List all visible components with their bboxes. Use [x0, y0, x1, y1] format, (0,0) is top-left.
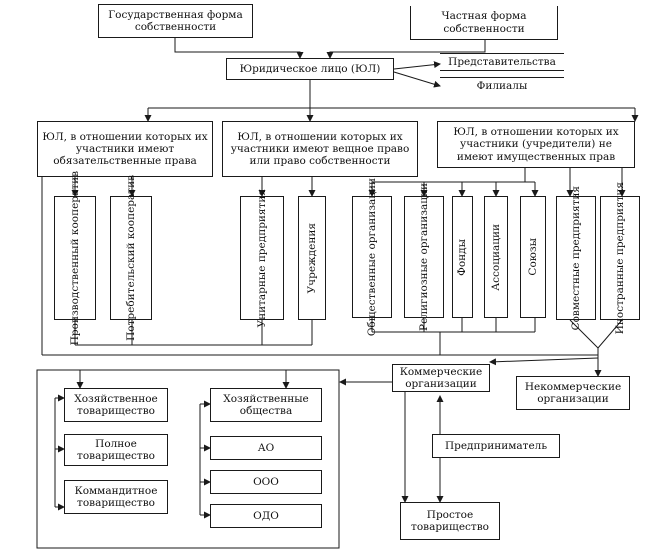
- branches-label: Филиалы: [476, 80, 528, 93]
- limited-partnership-label: Коммандитное товарищество: [74, 484, 158, 509]
- unitary-enterprises-box: Унитарные предприятия: [240, 189, 284, 327]
- private-ownership-label: Частная форма собственности: [441, 10, 527, 35]
- joint-ventures-label: Совместные предприятия: [569, 185, 582, 331]
- alc-box: ОДО: [210, 504, 322, 528]
- llc-box: ООО: [210, 470, 322, 494]
- full-partnership-label: Полное товарищество: [77, 437, 155, 462]
- commercial-organizations-label: Коммерческие организации: [399, 365, 483, 390]
- group-no-property-rights-label: ЮЛ, в отношении которых их участники (уч…: [453, 126, 619, 163]
- limited-partnership-box: Коммандитное товарищество: [64, 480, 168, 514]
- group-property-rights-label: ЮЛ, в отношении которых их участники име…: [230, 130, 410, 168]
- simple-partnership-label: Простое товарищество: [411, 508, 489, 533]
- noncommercial-organizations-label: Некоммерческие организации: [524, 380, 622, 405]
- consumer-cooperative-box: Потребительский кооператив: [110, 175, 152, 341]
- state-ownership-box: Государственная форма собственности: [98, 4, 253, 38]
- group-obligation-rights: ЮЛ, в отношении которых их участники име…: [37, 121, 213, 177]
- branches-box: Филиалы: [440, 77, 564, 95]
- foreign-enterprises-box: Иностранные предприятия: [600, 182, 640, 334]
- funds-label: Фонды: [456, 238, 469, 276]
- business-societies-box: Хозяйственные общества: [210, 388, 322, 422]
- alc-label: ОДО: [253, 509, 279, 522]
- joint-ventures-box: Совместные предприятия: [556, 186, 596, 330]
- jsc-label: АО: [257, 441, 275, 454]
- state-ownership-label: Государственная форма собственности: [108, 8, 243, 33]
- group-obligation-rights-label: ЮЛ, в отношении которых их участники име…: [42, 130, 208, 168]
- public-organizations-label: Общественные организации: [365, 177, 378, 337]
- representative-offices-label: Представительства: [448, 55, 556, 68]
- commercial-organizations-box: Коммерческие организации: [392, 364, 490, 392]
- associations-box: Ассоциации: [484, 196, 508, 318]
- group-no-property-rights: ЮЛ, в отношении которых их участники (уч…: [437, 121, 635, 168]
- foreign-enterprises-label: Иностранные предприятия: [613, 181, 626, 335]
- funds-box: Фонды: [452, 196, 473, 318]
- associations-label: Ассоциации: [489, 223, 502, 291]
- full-partnership-box: Полное товарищество: [64, 434, 168, 466]
- entrepreneur-box: Предприниматель: [432, 434, 560, 458]
- institutions-box: Учреждения: [298, 196, 326, 320]
- unions-box: Союзы: [520, 196, 546, 318]
- consumer-cooperative-label: Потребительский кооператив: [124, 175, 137, 341]
- institutions-label: Учреждения: [305, 222, 318, 294]
- entrepreneur-label: Предприниматель: [444, 439, 548, 452]
- group-property-rights: ЮЛ, в отношении которых их участники име…: [222, 121, 418, 177]
- simple-partnership-box: Простое товарищество: [400, 502, 500, 540]
- jsc-box: АО: [210, 436, 322, 460]
- business-partnership-box: Хозяйственное товарищество: [64, 388, 168, 422]
- production-cooperative-box: Производственный кооператив: [54, 171, 96, 345]
- legal-entity-box: Юридическое лицо (ЮЛ): [226, 58, 394, 80]
- business-societies-label: Хозяйственные общества: [223, 392, 309, 417]
- unitary-enterprises-label: Унитарные предприятия: [255, 188, 268, 328]
- production-cooperative-label: Производственный кооператив: [68, 170, 81, 346]
- representative-offices-box: Представительства: [440, 53, 564, 71]
- religious-organizations-label: Религиозные организации: [417, 183, 430, 331]
- legal-entity-label: Юридическое лицо (ЮЛ): [239, 62, 381, 75]
- public-organizations-box: Общественные организации: [352, 178, 392, 336]
- unions-label: Союзы: [526, 238, 539, 276]
- business-partnership-label: Хозяйственное товарищество: [74, 392, 158, 417]
- religious-organizations-box: Религиозные организации: [404, 183, 444, 331]
- noncommercial-organizations-box: Некоммерческие организации: [516, 376, 630, 410]
- llc-label: ООО: [253, 475, 279, 488]
- private-ownership-box: Частная форма собственности: [410, 6, 558, 40]
